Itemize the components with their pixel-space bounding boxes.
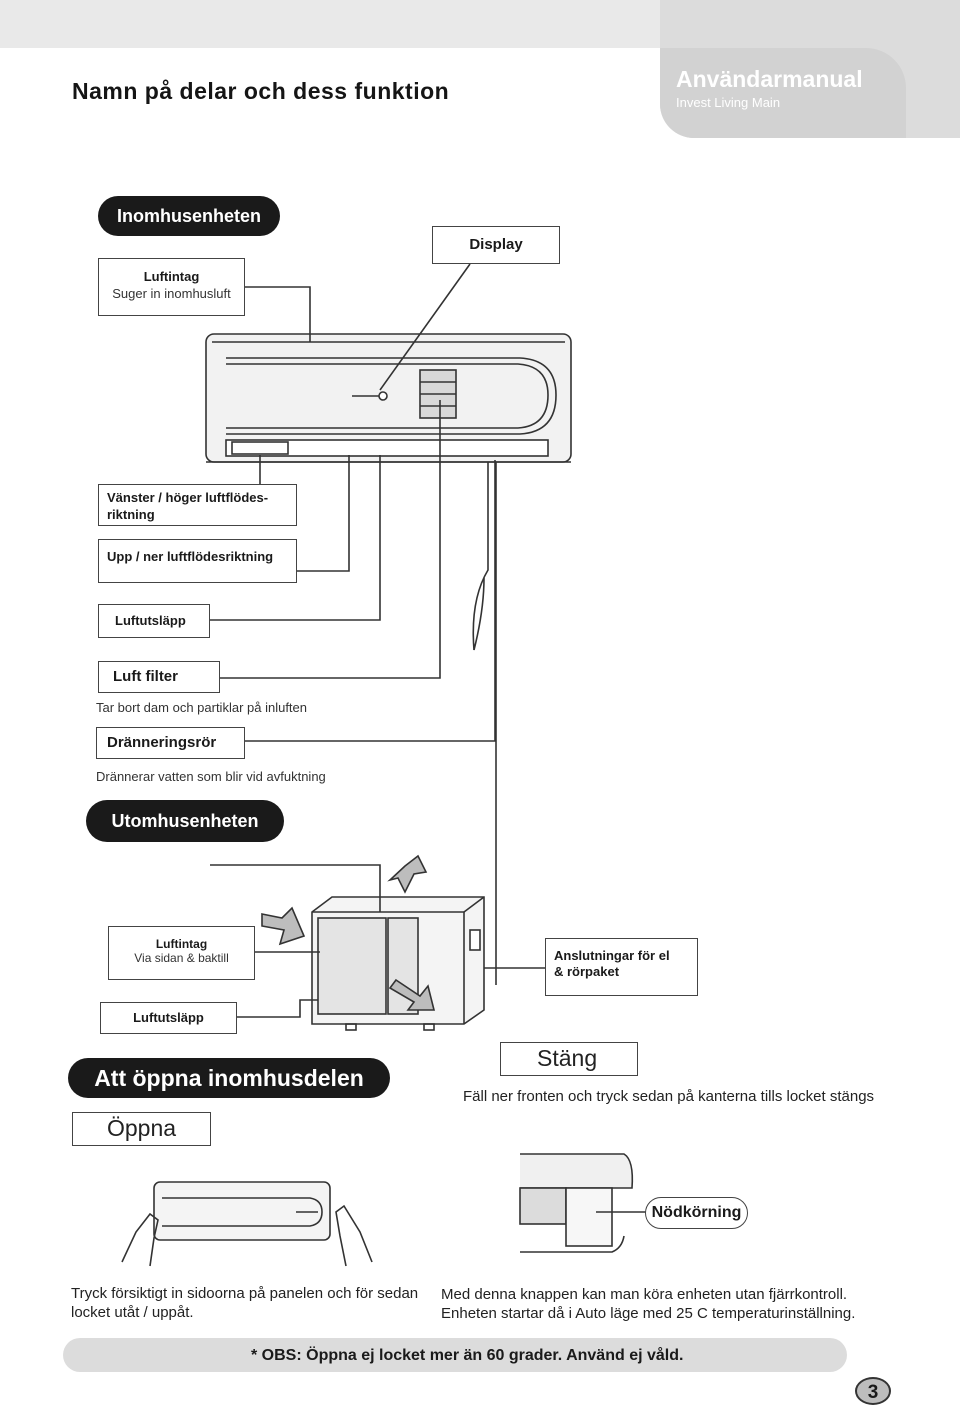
page-title: Namn på delar och dess funktion bbox=[72, 78, 450, 104]
open-desc-line2: locket utåt / uppåt. bbox=[71, 1304, 194, 1321]
indoor-air-intake-desc: Suger in inomhusluft bbox=[112, 286, 231, 301]
opening-heading: Att öppna inomhusdelen bbox=[68, 1058, 390, 1098]
emergency-desc-line1: Med denna knappen kan man köra enheten u… bbox=[441, 1286, 848, 1303]
indoor-air-intake-box: Luftintag Suger in inomhusluft bbox=[98, 258, 245, 316]
connections-line2: & rörpaket bbox=[554, 964, 620, 979]
outdoor-air-intake-box: Luftintag Via sidan & baktill bbox=[108, 926, 255, 980]
open-desc: Tryck försiktigt in sidoorna på panelen … bbox=[71, 1284, 418, 1322]
connections-box: Anslutningar för el & rörpaket bbox=[545, 938, 698, 996]
footer-note-bar bbox=[63, 1338, 847, 1372]
manual-title: Användarmanual bbox=[676, 66, 863, 92]
outdoor-heading: Utomhusenheten bbox=[86, 800, 284, 842]
emergency-desc-line2: Enheten startar då i Auto läge med 25 C … bbox=[441, 1305, 856, 1322]
emergency-label: Nödkörning bbox=[645, 1197, 748, 1229]
manual-subtitle: Invest Living Main bbox=[676, 95, 781, 110]
emergency-desc: Med denna knappen kan man köra enheten u… bbox=[441, 1285, 855, 1323]
ud-airflow-label: Upp / ner luftflödesriktning bbox=[98, 539, 297, 583]
indoor-heading: Inomhusenheten bbox=[98, 196, 280, 236]
lr-airflow-line2: riktning bbox=[107, 507, 155, 522]
open-label: Öppna bbox=[72, 1112, 211, 1146]
indoor-air-intake-title: Luftintag bbox=[143, 269, 200, 284]
air-filter-desc: Tar bort dam och partiklar på inluften bbox=[96, 700, 307, 715]
indoor-air-outlet-label: Luftutsläpp bbox=[98, 604, 210, 638]
close-desc: Fäll ner fronten och tryck sedan på kant… bbox=[463, 1088, 875, 1105]
connections-line1: Anslutningar för el bbox=[554, 948, 670, 963]
manual-tab bbox=[660, 48, 906, 138]
lr-airflow-box: Vänster / höger luftflödes- riktning bbox=[98, 484, 297, 526]
footer-note: * OBS: Öppna ej locket mer än 60 grader.… bbox=[251, 1347, 684, 1364]
drain-title: Dränneringsrör bbox=[96, 727, 245, 759]
air-filter-title: Luft filter bbox=[98, 661, 220, 693]
lr-airflow-line1: Vänster / höger luftflödes- bbox=[107, 490, 269, 505]
outdoor-air-outlet-label: Luftutsläpp bbox=[100, 1002, 237, 1034]
outdoor-air-intake-title: Luftintag bbox=[155, 937, 208, 951]
display-label: Display bbox=[432, 226, 560, 264]
close-label: Stäng bbox=[500, 1042, 638, 1076]
page-number: 3 bbox=[855, 1377, 891, 1405]
outdoor-air-intake-desc: Via sidan & baktill bbox=[134, 951, 229, 965]
drain-desc: Drännerar vatten som blir vid avfuktning bbox=[96, 769, 326, 784]
open-desc-line1: Tryck försiktigt in sidoorna på panelen … bbox=[71, 1285, 419, 1302]
